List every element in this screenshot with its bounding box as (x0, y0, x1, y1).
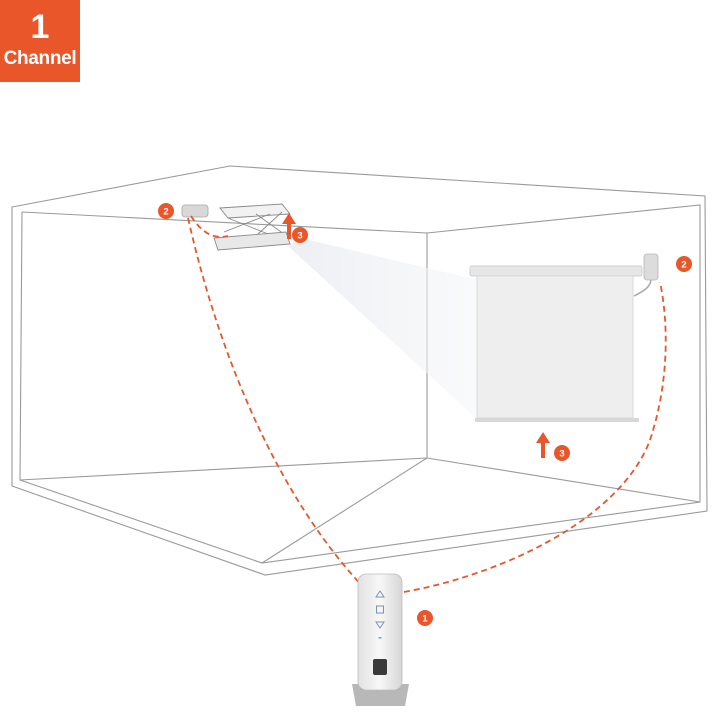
lift-up-arrow (282, 213, 296, 239)
screen-receiver (633, 253, 659, 297)
marker-screen-motion: 3 (554, 445, 570, 461)
channel-badge: 1 Channel (0, 0, 80, 82)
projection-screen (469, 265, 643, 422)
svg-text:2: 2 (163, 207, 168, 218)
marker-remote: 1 (417, 610, 433, 626)
remote-led (378, 637, 382, 639)
marker-ceiling-receiver: 2 (158, 203, 174, 219)
marker-screen-receiver: 2 (676, 256, 692, 272)
remote-display (373, 659, 387, 675)
up-icon (375, 590, 385, 598)
svg-text:1: 1 (422, 614, 428, 625)
svg-text:3: 3 (559, 449, 564, 460)
remote-control (352, 573, 409, 706)
ceiling-lift (213, 203, 291, 251)
screen-up-arrow (536, 432, 550, 458)
svg-text:2: 2 (681, 260, 686, 271)
signal-links (187, 215, 667, 593)
ceiling-receiver (181, 204, 209, 218)
svg-text:3: 3 (297, 231, 302, 242)
stop-icon (376, 605, 384, 614)
channel-number: 1 (30, 8, 50, 46)
projection-beam (288, 238, 478, 420)
channel-label: Channel (3, 48, 77, 69)
marker-lift-motion: 3 (292, 227, 308, 243)
down-icon (375, 621, 385, 629)
